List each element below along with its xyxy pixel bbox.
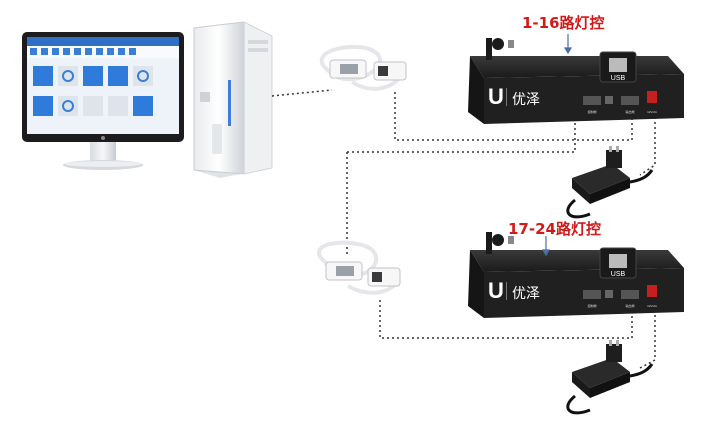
logo-letter: U [488, 278, 504, 303]
svg-text:控制端: 控制端 [587, 303, 596, 308]
power-jack [647, 285, 657, 297]
brand-name: 优泽 [512, 91, 540, 107]
screen-toolbar-icons [30, 48, 136, 55]
pc-tower [193, 21, 273, 178]
db9-port-left [583, 96, 601, 105]
db9-port-left [583, 290, 601, 299]
db9-port-mid [621, 290, 639, 299]
usb-port-label: USB [611, 75, 626, 82]
usb-port-label: USB [611, 271, 626, 278]
power-led [228, 80, 231, 126]
logo-letter: U [488, 84, 504, 109]
brand-name: 优泽 [512, 285, 540, 301]
group-label-1-16: 1-16路灯控 [522, 14, 605, 32]
svg-text:控制端: 控制端 [587, 109, 596, 114]
svg-text:12V/2A: 12V/2A [647, 110, 657, 114]
usb-icon [609, 254, 627, 268]
pointer-arrows [541, 34, 573, 257]
monitor [22, 32, 184, 170]
power-adapter-2 [566, 340, 654, 415]
serial-cable-2 [316, 240, 401, 295]
serial-cable-1 [319, 44, 407, 91]
svg-text:输出端: 输出端 [625, 109, 634, 114]
power-adapter-1 [566, 146, 654, 219]
svg-text:输出端: 输出端 [625, 303, 634, 308]
usb-icon [609, 58, 627, 72]
controller-box-2: USB U 优泽 控制端 输出端 12V/2A [468, 232, 684, 318]
key-icon [486, 38, 492, 60]
screen-tiles [33, 66, 153, 116]
controller-box-1: USB U 优泽 控制端 输出端 12V/2A [468, 38, 684, 124]
db9-port-mid [621, 96, 639, 105]
key-icon [486, 232, 492, 254]
power-jack [647, 91, 657, 103]
svg-text:12V/2A: 12V/2A [647, 304, 657, 308]
group-label-17-24: 17-24路灯控 [508, 220, 601, 238]
monitor-logo-icon [101, 136, 105, 140]
